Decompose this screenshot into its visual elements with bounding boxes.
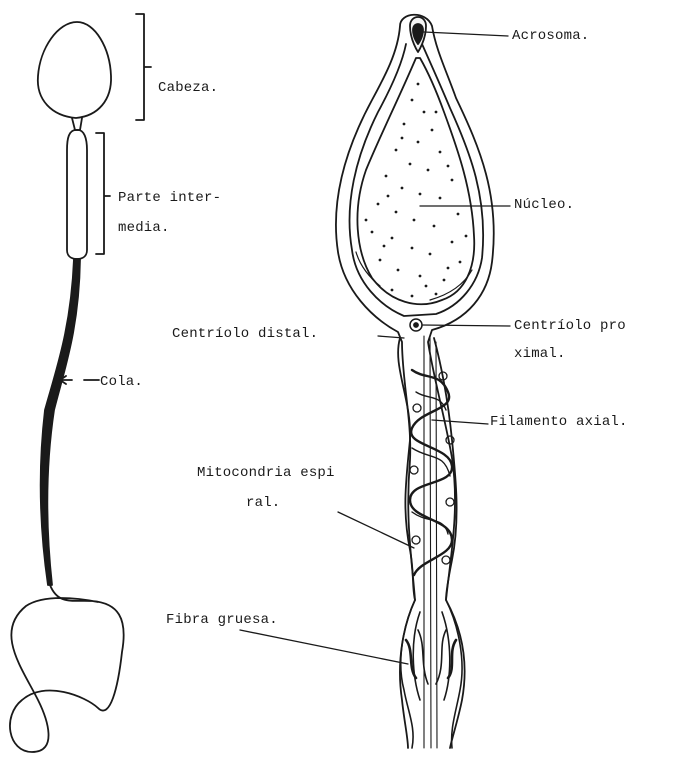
proximal-centriole-leader (422, 325, 510, 326)
label-proximal-centriole-line1: Centríolo pro (514, 318, 626, 335)
mitochondria-leader (338, 512, 414, 548)
axial-filament (424, 336, 437, 748)
label-axial-filament: Filamento axial. (490, 414, 628, 431)
label-distal-centriole: Centríolo distal. (172, 326, 318, 343)
label-mitochondria-line1: Mitocondria espi (197, 465, 335, 482)
label-thick-fiber: Fibra gruesa. (166, 612, 278, 629)
head-bracket (136, 14, 151, 120)
label-head: Cabeza. (158, 80, 218, 97)
thick-fiber-leader (240, 630, 408, 664)
left-tail-thick (41, 259, 80, 585)
nucleus-stipple (365, 83, 468, 298)
axial-filament-leader (432, 420, 488, 424)
left-neck (72, 118, 82, 130)
acrosome-leader (424, 32, 508, 36)
label-midpiece-line2: media. (118, 220, 170, 237)
left-midpiece (67, 130, 87, 259)
label-proximal-centriole-line2: ximal. (514, 346, 566, 363)
left-head (38, 22, 111, 118)
left-tail-end (10, 585, 124, 752)
midpiece-bracket (96, 133, 110, 254)
tail-pointer (60, 376, 99, 384)
label-acrosome: Acrosoma. (512, 28, 589, 45)
label-nucleus: Núcleo. (514, 197, 574, 214)
label-mitochondria-line2: ral. (246, 495, 280, 512)
label-tail: Cola. (100, 374, 143, 391)
label-midpiece-line1: Parte inter- (118, 190, 221, 207)
right-midpiece-left (398, 338, 415, 600)
